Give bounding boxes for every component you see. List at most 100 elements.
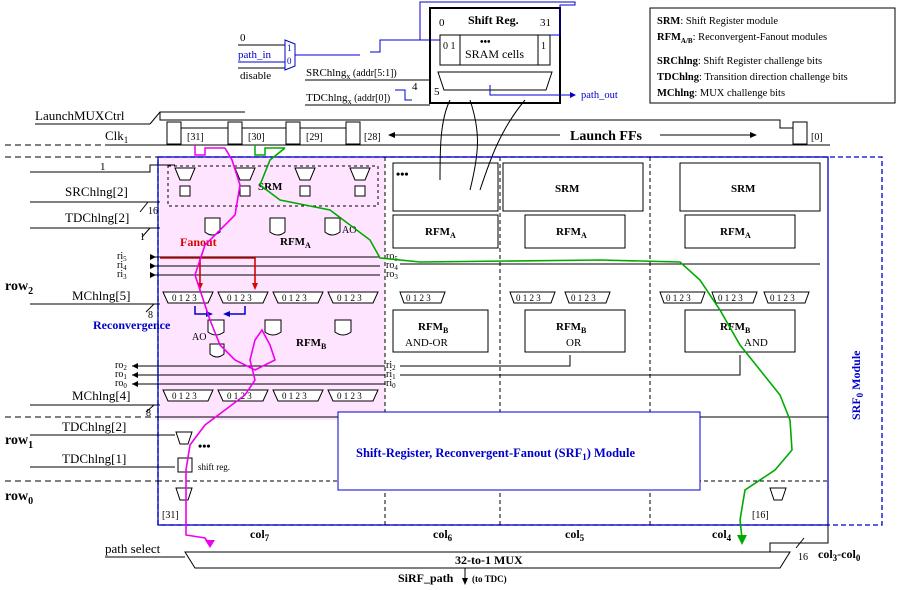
srf0-label: SRF0 Module <box>849 350 865 420</box>
shift-reg-title: Shift Reg. <box>468 13 519 27</box>
ri5-label: ri5 <box>117 251 127 263</box>
ff-idx-28: [28] <box>364 132 381 143</box>
magenta-launch <box>194 145 225 156</box>
legend-rfm: RFMA/B: Reconvergent-Fanout modules <box>657 32 827 45</box>
tdchlng1-label: TDChlng[1] <box>62 451 126 466</box>
sirf-path-label: SiRF_path <box>398 571 454 585</box>
sram-cells-box <box>439 34 551 66</box>
srm-col6-box <box>392 162 499 212</box>
rfmb-col4-type: AND <box>744 337 768 349</box>
ri1-label: ri1 <box>386 369 396 381</box>
col3-col0-label: col3-col0 <box>818 547 861 563</box>
ri0-label: ri0 <box>386 378 396 390</box>
mux-c5-2-digits: 0 1 2 3 <box>571 293 596 303</box>
shift-reg-idx0: 0 <box>439 17 445 29</box>
path-out-wire <box>489 85 570 96</box>
reconv-wire-2 <box>228 306 246 315</box>
magenta-arrow <box>205 540 215 548</box>
row0-xor-right <box>769 487 787 501</box>
mux-u1 <box>162 291 214 304</box>
row1-xor <box>175 431 193 445</box>
col5-label: col5 <box>565 527 585 543</box>
ff-29 <box>285 121 301 145</box>
srm-col7-gates <box>174 167 371 197</box>
mux-u2-digits: 0 1 2 3 <box>227 293 252 303</box>
bus8a-slash <box>145 303 155 313</box>
ri-wire-2 <box>400 355 571 367</box>
step-wave <box>370 39 420 53</box>
mux-l4-digits: 0 1 2 3 <box>337 391 362 401</box>
mux-u3 <box>272 291 324 304</box>
sram-label: SRAM cells <box>465 47 524 61</box>
green-arrow <box>737 535 747 545</box>
mux-c4-1 <box>659 291 706 304</box>
mux32-bus16: 16 <box>798 552 808 563</box>
mux-c4-2-digits: 0 1 2 3 <box>718 293 743 303</box>
rfmb-col5-label: RFMB <box>556 321 587 335</box>
mux-c4-3 <box>763 291 810 304</box>
rfmb-col5-type: OR <box>566 337 582 349</box>
green-launch <box>254 145 285 156</box>
mux-l2-digits: 0 1 2 3 <box>227 391 252 401</box>
bus8b-slash <box>145 404 155 413</box>
step-wave-2 <box>395 89 412 101</box>
bus1-slash <box>141 227 151 238</box>
ff-idx-0: [0] <box>811 132 823 143</box>
rfma-col5-label: RFMA <box>556 226 587 240</box>
xor-gate-3 <box>294 167 316 181</box>
srm-ff-4 <box>354 185 366 197</box>
input-mux <box>284 39 296 71</box>
mux-c5-1-digits: 0 1 2 3 <box>516 293 541 303</box>
row1-dots: ••• <box>198 439 211 453</box>
mux-l4 <box>327 389 379 402</box>
shift-reg-wire-1 <box>439 99 451 181</box>
ri4-arrow <box>150 263 156 269</box>
mux-l3 <box>272 389 324 402</box>
xor-gate-2 <box>234 167 256 181</box>
mux-row-upper: 0 1 2 3 0 1 2 3 0 1 2 3 0 1 2 3 <box>162 291 379 304</box>
sram-dots: ••• <box>480 37 491 48</box>
row1-label: row1 <box>5 433 33 451</box>
ro2-label: ro2 <box>115 360 127 372</box>
col6-label: col6 <box>433 527 453 543</box>
mchlng4-label: MChlng[4] <box>72 388 131 403</box>
srm-col5-label: SRM <box>555 183 580 195</box>
ri3-label: ri3 <box>117 269 127 281</box>
shift-reg-addr5: 5 <box>434 86 440 98</box>
srm-col4-label: SRM <box>731 183 756 195</box>
mux32-shape <box>184 551 791 569</box>
bus16-slash <box>139 201 149 213</box>
path-out-label: path_out <box>581 90 618 101</box>
ro-outputs-left: ro2 ro1 ro0 <box>115 360 385 390</box>
path-in-label: path_in <box>238 49 271 61</box>
mux-1: 1 <box>287 43 292 53</box>
col7-label: col7 <box>250 527 270 543</box>
legend-box <box>649 7 896 104</box>
ro1-label: ro1 <box>115 369 127 381</box>
srm-col4-box <box>679 162 821 212</box>
launch-mux-ctrl-label: LaunchMUXCtrl <box>35 108 125 123</box>
path-select-label: path select <box>105 541 161 556</box>
sirf-path-note: (to TDC) <box>472 574 507 584</box>
ff-28 <box>345 121 361 145</box>
sram-bit1: 1 <box>541 41 546 52</box>
mux-c5-1 <box>509 291 556 304</box>
rfma-col4-label: RFMA <box>720 226 751 240</box>
row0-idx-left: [31] <box>162 510 179 521</box>
shift-reg-mux <box>437 71 553 91</box>
tdchlng2-label: TDChlng[2] <box>65 210 129 225</box>
srf1-box <box>337 411 701 491</box>
ri2-label: ri2 <box>386 360 396 372</box>
input-zero: 0 <box>240 32 246 44</box>
tdchlng2b-label: TDChlng[2] <box>62 419 126 434</box>
launch-arrow-left-head <box>388 132 395 138</box>
srm-col7-box <box>167 165 379 207</box>
rfma-and-2 <box>269 217 286 236</box>
ro-outputs-right: ro5 ro4 ro3 <box>386 251 398 281</box>
rfma-col6-box <box>392 214 499 249</box>
rfmb-col4-label: RFMB <box>720 321 751 335</box>
mux-l3-digits: 0 1 2 3 <box>282 391 307 401</box>
ff-launch-bus <box>159 112 793 129</box>
row0-idx-right: [16] <box>752 510 769 521</box>
